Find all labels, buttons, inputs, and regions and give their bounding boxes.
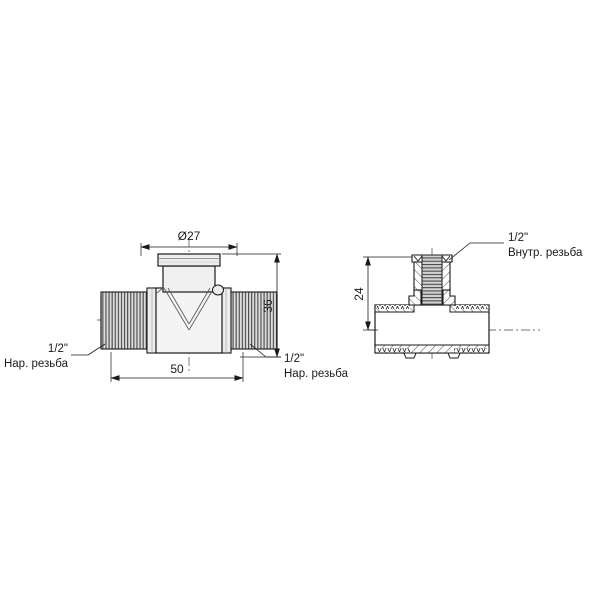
seam-right-diagonal-inner [188, 287, 211, 325]
internal-thread-bore-edge [421, 254, 443, 306]
branch-lip-left-chamfer [413, 255, 423, 262]
dimension-label-height-24: 24 [352, 287, 366, 301]
left-male-thread-callout: 1/2" Нар. резьба [4, 343, 106, 370]
seam-right-boss [212, 284, 224, 296]
branch-callout-thread-type: Внутр. резьба [508, 247, 583, 259]
seam-right-diagonal [188, 287, 215, 331]
internal-thread-hatch [422, 255, 442, 305]
branch-callout-leader [448, 242, 471, 261]
branch-neck-right [441, 261, 451, 291]
dimension-label-length-50: 50 [170, 362, 184, 376]
right-male-thread-callout: 1/2" Нар. резьба [249, 343, 349, 380]
left-thread-hatch [101, 292, 147, 349]
left-callout-size: 1/2" [48, 343, 68, 355]
run-bottom-wall [374, 344, 490, 354]
dimension-label-diameter-27: Ø27 [178, 229, 201, 243]
branch-rim-band [157, 253, 221, 267]
run-right-bottom-thread [454, 348, 487, 352]
left-male-thread [100, 291, 148, 350]
left-callout-leader [87, 343, 106, 356]
right-callout-thread-type: Нар. резьба [284, 368, 349, 380]
front-view-body [155, 287, 223, 354]
right-callout-leader [249, 343, 267, 358]
dimension-label-height-36: 36 [261, 299, 275, 313]
seam-left-diagonal [163, 287, 190, 331]
seam-left-fillet [156, 286, 165, 294]
branch-callout-size: 1/2" [508, 232, 528, 244]
seam-left-diagonal-inner [167, 287, 190, 325]
dimension-diameter-27: Ø27 [140, 229, 238, 256]
front-elevation-view: Ø27 36 50 1/2" Нар. резьба 1/2" [4, 229, 349, 382]
cross-section-view: 24 1/2" Внутр. резьба [352, 232, 583, 362]
dimension-height-24: 24 [352, 256, 412, 331]
branch-female-thread-callout: 1/2" Внутр. резьба [448, 232, 583, 261]
branch-neck-left [413, 261, 423, 291]
right-callout-size: 1/2" [284, 353, 304, 365]
run-left-outer-thread [377, 305, 410, 309]
molding-seam-lines [156, 284, 224, 331]
section-branch-walls [408, 254, 456, 306]
front-view-branch [157, 253, 221, 293]
run-bottom-boss-right [447, 352, 461, 359]
run-bottom-boss-left [403, 352, 417, 359]
left-callout-thread-type: Нар. резьба [4, 358, 69, 370]
dimension-length-50: 50 [110, 352, 244, 382]
run-right-outer-thread [454, 305, 487, 309]
branch-lip-right-chamfer [441, 255, 451, 262]
body-block [155, 287, 223, 354]
section-horizontal-run [374, 304, 490, 359]
branch-internal-thread [421, 254, 443, 306]
branch-barrel [162, 265, 216, 293]
right-thread-hatch [231, 292, 277, 349]
run-left-bottom-thread [377, 348, 410, 352]
